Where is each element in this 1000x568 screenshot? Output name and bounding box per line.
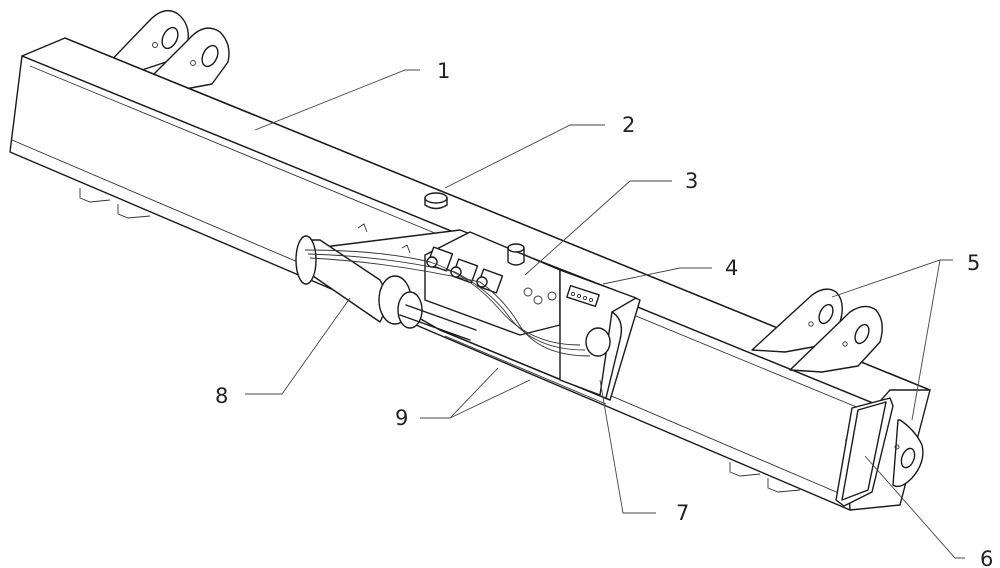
valve-block [424,231,561,336]
callout-labels: 1 2 3 4 5 6 7 8 9 [215,59,993,568]
leader-5b [911,259,941,421]
leader-3 [524,180,672,276]
motor [295,223,477,341]
callout-6: 6 [980,547,993,568]
callout-9: 9 [395,406,408,430]
lower-brackets [79,188,801,493]
tube-end [835,389,931,511]
leader-lines [245,69,965,559]
right-lifting-lugs [751,288,883,373]
cover-plate [605,311,623,399]
callout-1: 1 [437,59,450,83]
callout-3: 3 [685,169,698,193]
leader-1 [254,69,420,131]
mounting-plate [559,269,637,396]
callout-8: 8 [215,384,228,408]
callout-2: 2 [622,113,635,137]
leader-2 [444,124,605,189]
leader-9b [449,379,531,419]
top-plug [424,192,448,210]
left-lifting-lugs [99,9,230,91]
callout-7: 7 [676,501,689,525]
leader-8 [245,297,351,395]
callout-5: 5 [967,251,980,275]
leader-7 [599,379,656,514]
leader-4 [602,267,712,285]
leader-9a [420,367,499,419]
leader-6 [864,455,965,559]
callout-4: 4 [725,256,738,280]
hoses [304,249,591,357]
